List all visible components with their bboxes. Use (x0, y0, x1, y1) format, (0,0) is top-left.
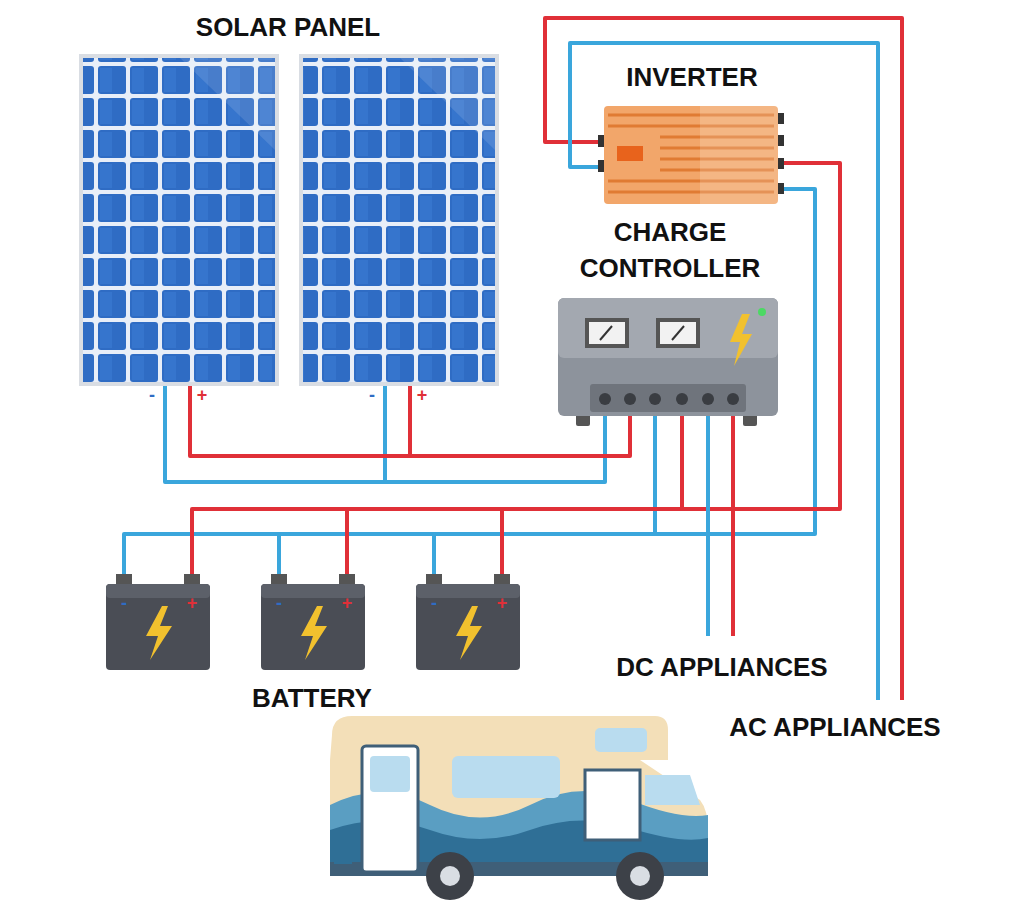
polarity-sign: + (342, 594, 353, 612)
polarity-sign: + (417, 386, 428, 404)
polarity-sign: + (187, 594, 198, 612)
appliance-label: DC APPLIANCES (616, 649, 827, 685)
polarity-sign: - (369, 386, 375, 404)
component-heading: BATTERY (252, 680, 372, 716)
polarity-sign: + (197, 386, 208, 404)
component-heading: CHARGE CONTROLLER (565, 214, 775, 286)
component-heading: INVERTER (626, 59, 757, 95)
polarity-sign: + (497, 594, 508, 612)
polarity-sign: - (149, 386, 155, 404)
polarity-sign: - (276, 594, 282, 612)
component-heading: SOLAR PANEL (196, 9, 380, 45)
polarity-sign: - (431, 594, 437, 612)
appliance-label: AC APPLIANCES (729, 709, 940, 745)
polarity-sign: - (121, 594, 127, 612)
